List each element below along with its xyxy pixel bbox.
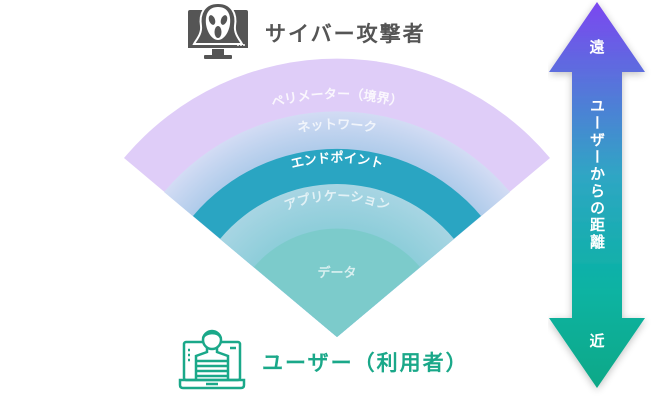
layer-endpoint-label: エンドポイント	[289, 150, 384, 172]
layer-data-label: データ	[317, 265, 356, 281]
far-label: 遠	[589, 38, 605, 56]
distance-double-arrow	[549, 2, 645, 388]
scream-mask-monitor-icon	[188, 2, 248, 59]
distance-from-user-label: ユーザーからの距離	[588, 98, 606, 251]
user-laptop-icon	[178, 329, 246, 390]
user-title: ユーザー（利用者）	[262, 351, 469, 375]
svg-text:エンドポイント: エンドポイント	[289, 150, 384, 172]
attacker-title: サイバー攻撃者	[265, 22, 426, 46]
near-label: 近	[589, 332, 605, 350]
layer-data	[254, 228, 420, 337]
